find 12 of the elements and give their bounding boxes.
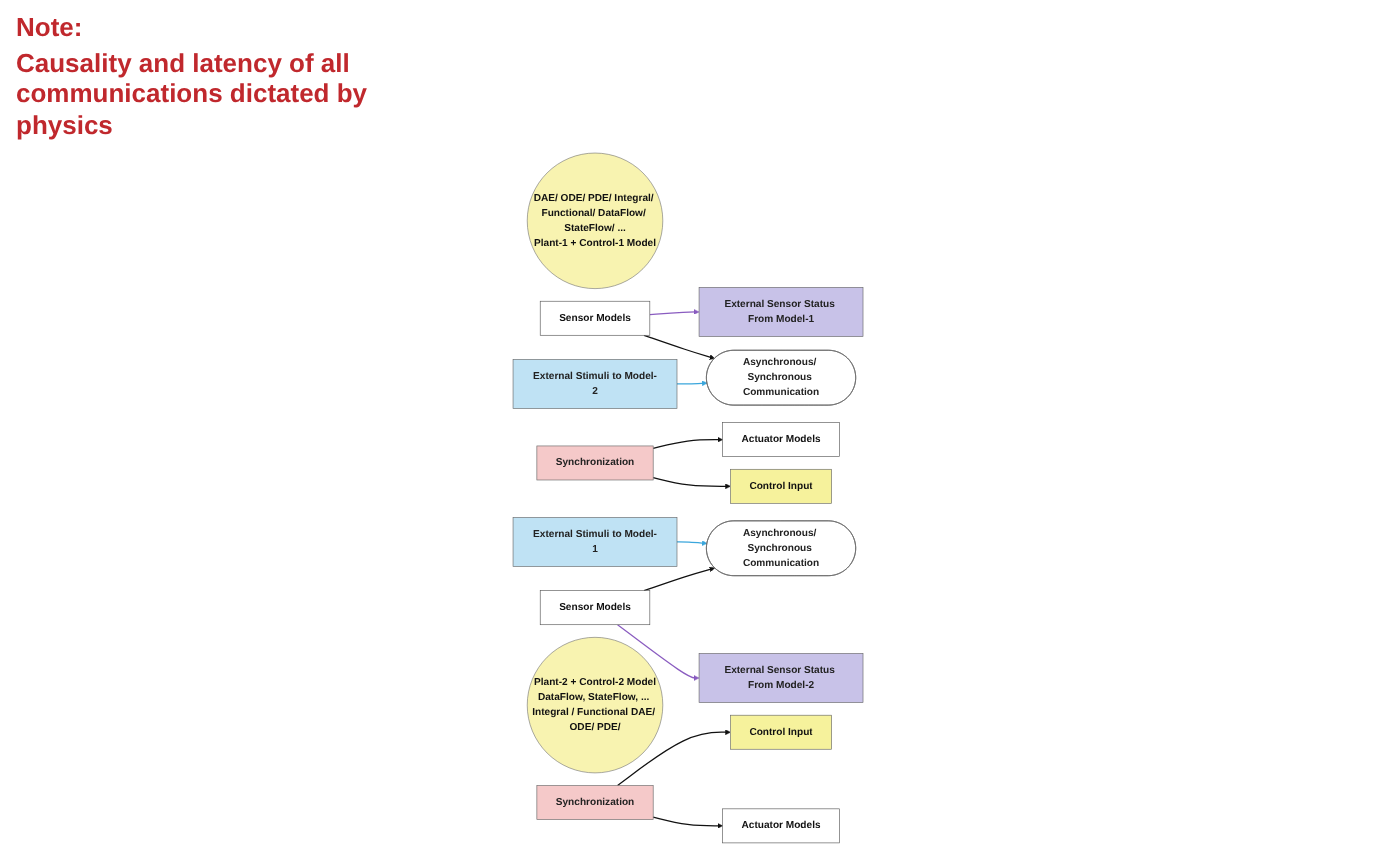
arrow xyxy=(653,436,724,450)
arrow xyxy=(617,729,732,787)
arrow xyxy=(644,566,716,592)
arrow xyxy=(677,380,709,387)
note-text: Note: xyxy=(16,12,85,44)
arrow xyxy=(650,309,701,316)
arrow xyxy=(653,477,732,490)
arrow xyxy=(677,540,709,546)
note-text: Causality and latency of all communications dictated by physics xyxy=(16,47,370,141)
arrow xyxy=(617,624,701,681)
arrow xyxy=(653,816,724,829)
arrow xyxy=(644,334,716,360)
